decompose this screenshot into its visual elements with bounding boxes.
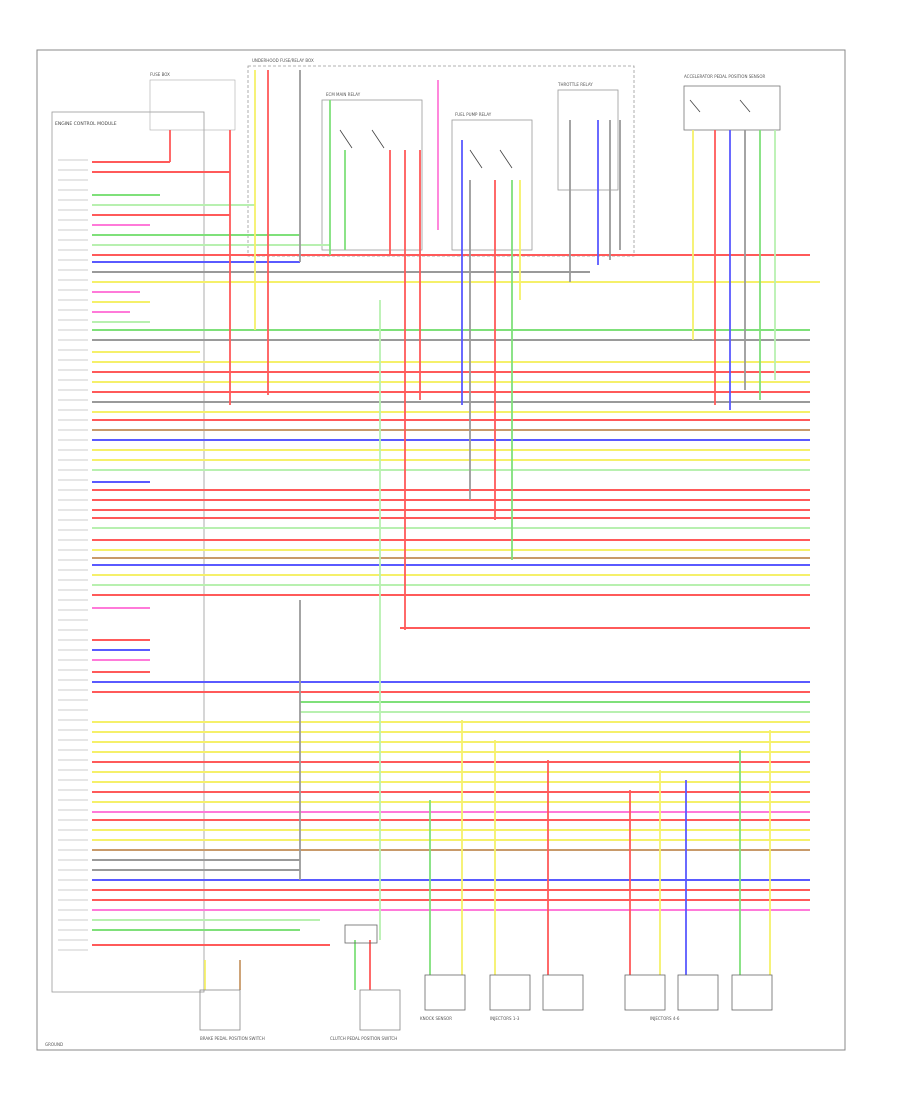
injector-4-box (677, 974, 719, 1011)
underhood-fuse-label: UNDERHOOD FUSE/RELAY BOX (252, 58, 314, 63)
ecm-main-relay-label: ECM MAIN RELAY (326, 92, 361, 97)
fuse-box (149, 79, 236, 131)
ground-label: GROUND (45, 1042, 63, 1047)
diagram-frame (36, 49, 846, 1051)
brake-switch-label: BRAKE PEDAL POSITION SWITCH (200, 1036, 265, 1041)
ecm-label: ENGINE CONTROL MODULE (55, 121, 117, 127)
connector-block (344, 924, 378, 944)
clutch-switch-label: CLUTCH PEDAL POSITION SWITCH (330, 1036, 397, 1041)
underhood-fuse-box (247, 65, 635, 257)
injector-group-2-label: INJECTORS 4-6 (650, 1016, 680, 1021)
injector-1-box (489, 974, 531, 1011)
brake-switch-box (199, 989, 241, 1031)
accel-pedal-sensor-label: ACCELERATOR PEDAL POSITION SENSOR (684, 74, 765, 79)
clutch-switch-box (359, 989, 401, 1031)
throttle-relay-box (557, 89, 619, 191)
relay-contacts (339, 99, 751, 169)
fuel-pump-relay-box (451, 119, 533, 251)
fuel-pump-relay-label: FUEL PUMP RELAY (455, 112, 492, 117)
injector-3-box (624, 974, 666, 1011)
injector-2-box (542, 974, 584, 1011)
knock-sensor-box (424, 974, 466, 1011)
throttle-relay-label: THROTTLE RELAY (557, 82, 593, 87)
knock-sensor-label: KNOCK SENSOR (420, 1016, 452, 1021)
vertical-wire-group (169, 70, 776, 990)
fuse-box-label: FUSE BOX (150, 72, 170, 77)
ecm-main-relay-box (321, 99, 423, 251)
bottom-components: BRAKE PEDAL POSITION SWITCH CLUTCH PEDAL… (45, 924, 773, 1047)
accel-pedal-sensor-box (683, 85, 781, 131)
ecm-module-box (51, 111, 205, 993)
injector-group-1-label: INJECTORS 1-3 (490, 1016, 520, 1021)
ecm-pin-labels (58, 159, 88, 951)
wire-group (92, 161, 820, 946)
injector-5-box (731, 974, 773, 1011)
